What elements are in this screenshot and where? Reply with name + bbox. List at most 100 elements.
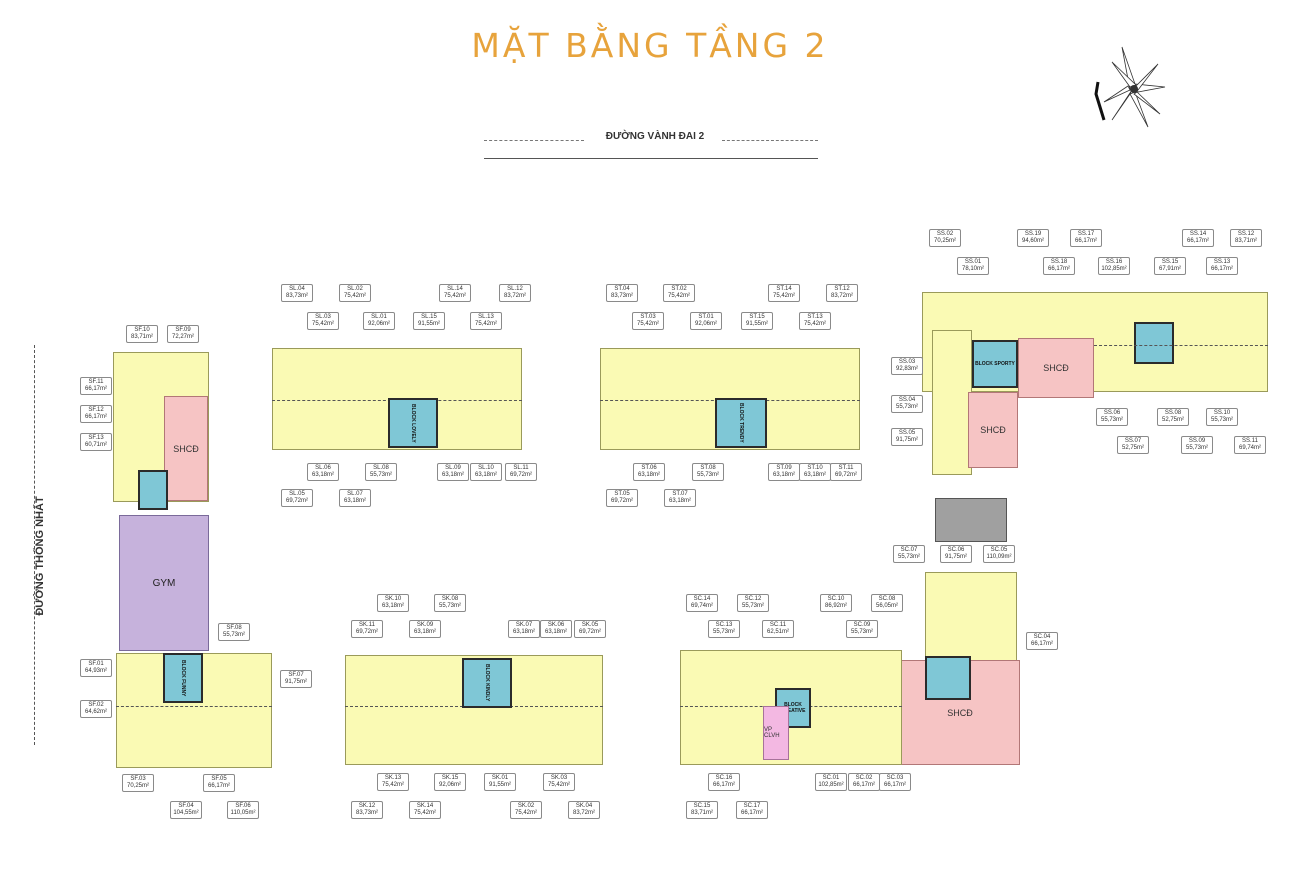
unit-area: 63,18m² xyxy=(413,629,436,635)
unit-area: 91,55m² xyxy=(417,321,440,327)
unit-code: SK.11 xyxy=(359,622,375,628)
unit-code: SF.04 xyxy=(178,803,194,809)
sports-court xyxy=(935,498,1007,542)
unit-code: SF.06 xyxy=(235,803,251,809)
unit-area: 75,42m² xyxy=(311,321,334,327)
shcd-label: SHCĐ xyxy=(1043,363,1069,373)
unit-code: SS.03 xyxy=(898,359,916,365)
unit-area: 69,72m² xyxy=(355,629,378,635)
unit-area: 63,18m² xyxy=(474,472,497,478)
road-label-top: ĐƯỜNG VÀNH ĐAI 2 xyxy=(605,131,705,142)
unit-area: 83,71m² xyxy=(130,334,153,340)
unit-code: ST.02 xyxy=(671,286,687,292)
unit-area: 75,42m² xyxy=(381,782,404,788)
unit-code: ST.13 xyxy=(807,314,823,320)
unit-code: SS.10 xyxy=(1213,410,1231,416)
unit-area: 91,75m² xyxy=(944,554,967,560)
unit-code: SF.02 xyxy=(88,702,104,708)
unit-code: ST.04 xyxy=(614,286,630,292)
unit-area: 55,73m² xyxy=(850,629,873,635)
unit-code: SK.07 xyxy=(515,622,533,628)
unit-code: SC.13 xyxy=(715,622,733,628)
unit-code: SC.01 xyxy=(822,775,840,781)
block-lovely-label: BLOCK LOVELY xyxy=(410,403,416,443)
vp-clvh-label: VP CLVH xyxy=(764,727,780,739)
unit-area: 69,74m² xyxy=(690,603,713,609)
unit-code: SF.07 xyxy=(288,672,304,678)
unit-code: SS.16 xyxy=(1105,259,1123,265)
unit-area: 69,72m² xyxy=(610,498,633,504)
unit-area: 75,42m² xyxy=(636,321,659,327)
unit-code: SK.04 xyxy=(575,803,593,809)
unit-area: 56,05m² xyxy=(875,603,898,609)
unit-code: SK.01 xyxy=(491,775,509,781)
unit-code: SS.19 xyxy=(1024,231,1042,237)
unit-area: 66,17m² xyxy=(1074,238,1097,244)
unit-code: ST.14 xyxy=(776,286,792,292)
unit-area: 102,85m² xyxy=(1101,266,1127,272)
unit-area: 55,73m² xyxy=(1185,445,1208,451)
vp-clvh-area: VP CLVH xyxy=(763,706,789,760)
unit-area: 63,18m² xyxy=(803,472,826,478)
unit-area: 55,73m² xyxy=(895,404,918,410)
unit-code: SK.03 xyxy=(550,775,568,781)
unit-area: 55,73m² xyxy=(369,472,392,478)
shcd-area-sporty-right: SHCĐ xyxy=(1018,338,1094,398)
unit-code: SF.03 xyxy=(130,776,146,782)
unit-code: SC.14 xyxy=(693,596,711,602)
unit-area: 83,72m² xyxy=(572,810,595,816)
unit-code: SL.03 xyxy=(315,314,331,320)
unit-code: SF.11 xyxy=(88,379,104,385)
shcd-label: SHCĐ xyxy=(980,425,1006,435)
unit-area: 66,17m² xyxy=(852,782,875,788)
unit-code: SS.11 xyxy=(1242,438,1258,444)
unit-area: 60,71m² xyxy=(84,442,107,448)
unit-code: SL.15 xyxy=(421,314,437,320)
unit-code: SL.07 xyxy=(347,491,363,497)
unit-code: ST.08 xyxy=(700,465,716,471)
unit-area: 63,18m² xyxy=(311,472,334,478)
unit-code: ST.10 xyxy=(807,465,823,471)
unit-code: SS.02 xyxy=(936,231,954,237)
unit-area: 92,06m² xyxy=(438,782,461,788)
unit-code: SL.04 xyxy=(289,286,305,292)
unit-area: 75,42m² xyxy=(547,782,570,788)
shcd-area-funny: SHCĐ xyxy=(164,396,208,501)
core-kindly: BLOCK KINDLY xyxy=(462,658,512,708)
unit-code: SL.10 xyxy=(478,465,494,471)
block-trendy-label: BLOCK TRENDY xyxy=(738,403,744,443)
unit-area: 83,73m² xyxy=(610,293,633,299)
unit-code: SL.11 xyxy=(513,465,529,471)
unit-code: ST.15 xyxy=(749,314,765,320)
unit-code: SS.17 xyxy=(1077,231,1095,237)
unit-area: 102,85m² xyxy=(818,782,844,788)
